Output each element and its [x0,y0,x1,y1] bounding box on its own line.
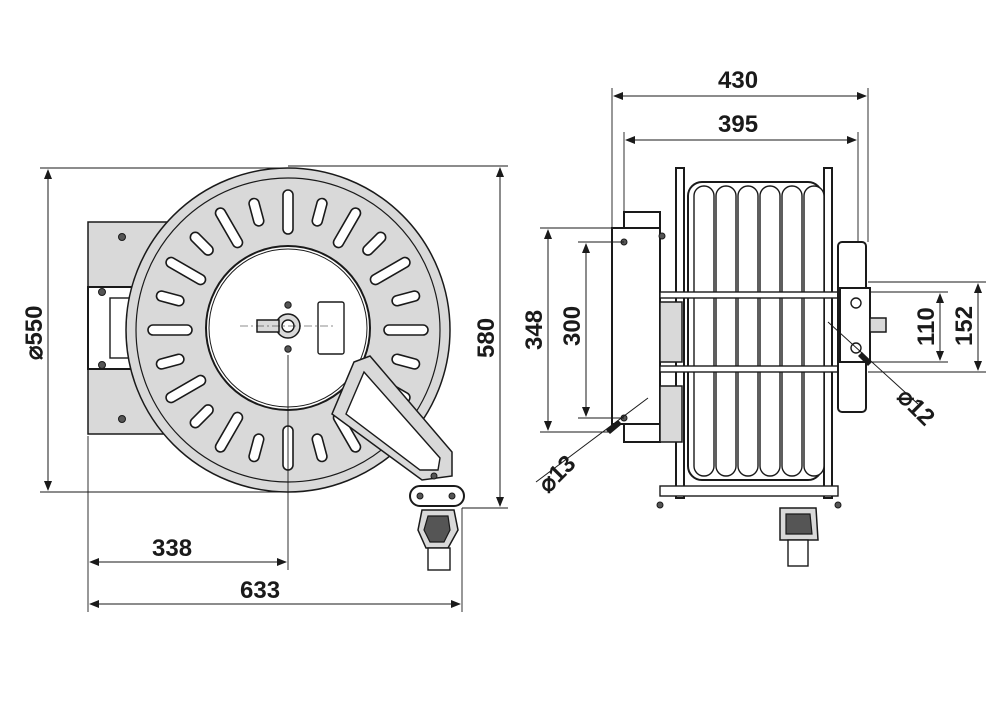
plate-hole [118,233,126,241]
dim-label-430: 430 [718,67,758,94]
leader-13 [535,397,649,483]
side-plate-right [823,167,833,499]
disc-slot [214,207,244,249]
hose-coil [737,185,759,477]
hub-label-plate [317,301,345,355]
dim-label-13: ⌀13 [533,450,581,498]
disc-slot [391,353,421,370]
disc-slot [165,256,207,286]
front-view [87,167,465,571]
disc-slot [248,197,265,227]
hub-hole [284,345,292,353]
tie-rod-upper [659,291,839,299]
plate-hole [118,415,126,423]
disc-slot [391,290,421,307]
spring-housing [659,385,683,443]
plate-hole [98,288,106,296]
hose-guide-roller [409,485,465,507]
leader-arrow [606,420,622,434]
roller-hole [416,492,424,500]
tie-rod-bottom [659,485,839,497]
dim-label-348: 348 [521,310,548,350]
disc-slot [248,433,265,463]
dim-label-110: 110 [913,307,940,346]
dim-label-12: ⌀12 [892,383,940,431]
dim-label-152: 152 [951,306,978,346]
disc-slot [165,374,207,404]
side-hose-stop-core [785,513,813,535]
disc-slot [362,231,387,256]
hose-guide-arm-slot [345,370,441,471]
hose-stop-core [423,515,451,543]
disc-slot [189,231,214,256]
dim-label-580: 580 [473,318,500,358]
disc-slot [189,404,214,429]
plate-hole [98,361,106,369]
side-hose-end [787,539,809,567]
hose-coil [715,185,737,477]
guide-arm-bolt [430,472,438,480]
frame-bolt [656,501,664,509]
roller-hole [448,492,456,500]
disc-slot [369,256,411,286]
brake-block [659,301,683,363]
hose-coil [693,185,715,477]
hose-coil [759,185,781,477]
hub-hole [284,301,292,309]
tie-rod-lower [659,365,839,373]
disc-slot [311,197,328,227]
front-dimensions: ⌀550 580 338 633 [21,165,508,612]
dim-label-338: 338 [152,535,192,562]
outlet-fitting [869,317,887,333]
wall-bracket-front [611,227,661,425]
disc-slot [214,411,244,453]
hose-coil [781,185,803,477]
disc-slot [155,353,185,370]
hose-end [427,547,451,571]
disc-slot [147,324,193,336]
disc-slot [383,324,429,336]
flange-keyhole [850,297,862,309]
side-view [611,167,887,567]
dim-label-550: ⌀550 [21,306,48,361]
disc-slot [155,290,185,307]
disc-slot [332,207,362,249]
dim-label-300: 300 [559,306,586,346]
dim-label-395: 395 [718,111,758,138]
disc-slot [311,433,328,463]
leader-arrow [858,352,872,366]
dim-label-633: 633 [240,577,280,604]
disc-slot [282,189,294,235]
frame-bolt [834,501,842,509]
bracket-hole [658,232,666,240]
leader-12 [827,321,919,405]
hose-coil [803,185,825,477]
hose-coils [693,185,825,477]
